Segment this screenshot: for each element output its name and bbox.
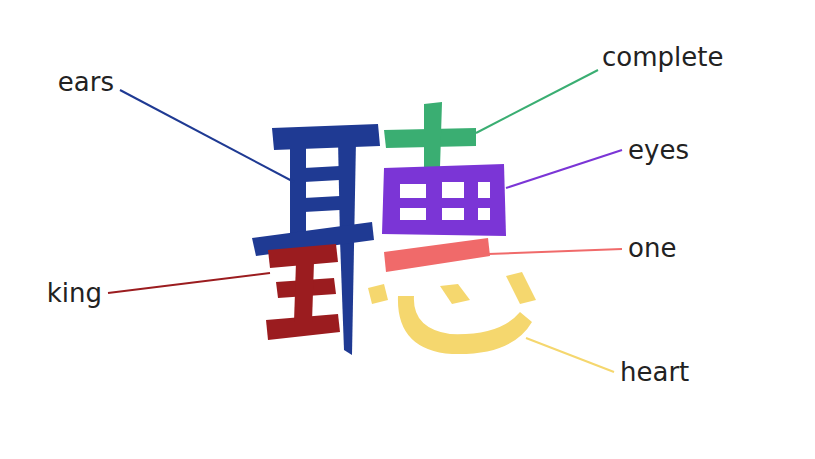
one-part [384,238,490,272]
leader-line [526,338,614,372]
part-label: one [628,234,676,263]
part-label: complete [602,43,723,72]
part-label: heart [620,358,689,387]
eyes-part [382,164,506,236]
part-label: ears [58,68,114,97]
leader-line [476,70,598,133]
part-label: eyes [628,136,689,165]
heart-part [368,272,536,354]
complete-part [384,102,476,168]
king-part [266,244,340,340]
leader-line [506,150,622,188]
leader-line [108,273,270,293]
leader-line [488,249,622,254]
ear-part [252,124,380,355]
part-label: king [47,279,102,308]
leader-line [120,90,294,182]
